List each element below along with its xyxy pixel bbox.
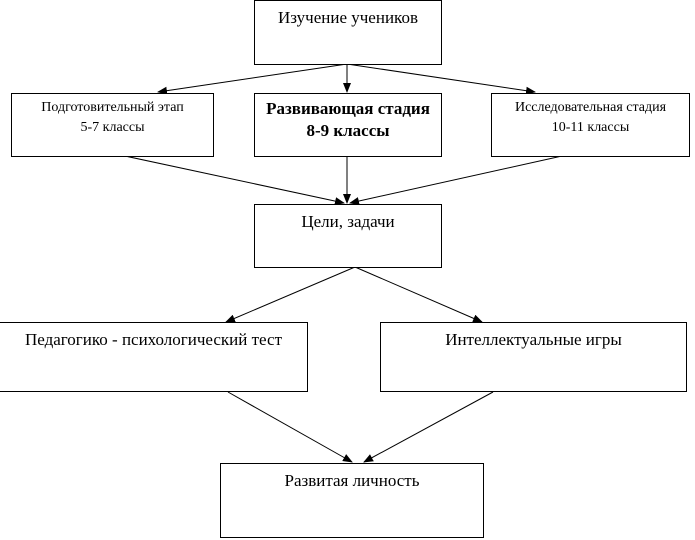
arrow-games-result [363,391,494,463]
node-goals: Цели, задачи [254,204,442,268]
node-sublabel: 5-7 классы [80,120,145,135]
node-result: Развитая личность [220,463,484,538]
node-label: Развитая личность [284,471,420,490]
node-label: Интеллектуальные игры [445,330,622,349]
node-prep: Подготовительный этап 5-7 классы [11,93,214,157]
arrow-goals-test [225,266,356,323]
node-label: Изучение учеников [278,8,418,27]
arrow-research-goals [349,155,563,205]
node-study: Изучение учеников [254,0,442,65]
node-label: Развивающая стадия [266,99,430,118]
node-sublabel: 8-9 классы [306,121,390,140]
arrow-test-result [227,391,353,463]
node-research: Исследовательная стадия 10-11 классы [491,93,690,157]
node-label: Исследовательная стадия [514,100,667,115]
node-dev: Развивающая стадия 8-9 классы [254,93,442,157]
node-label: Подготовительный этап [41,100,184,115]
node-test: Педагогико - психологический тест [0,322,308,392]
arrow-prep-goals [124,155,345,206]
node-sublabel: 10-11 классы [551,120,630,135]
node-label: Педагогико - психологический тест [24,330,283,349]
arrow-study-prep [157,63,348,95]
arrow-study-research [346,63,536,95]
node-label: Цели, задачи [301,212,395,231]
node-games: Интеллектуальные игры [380,322,687,392]
arrow-goals-games [354,266,483,323]
